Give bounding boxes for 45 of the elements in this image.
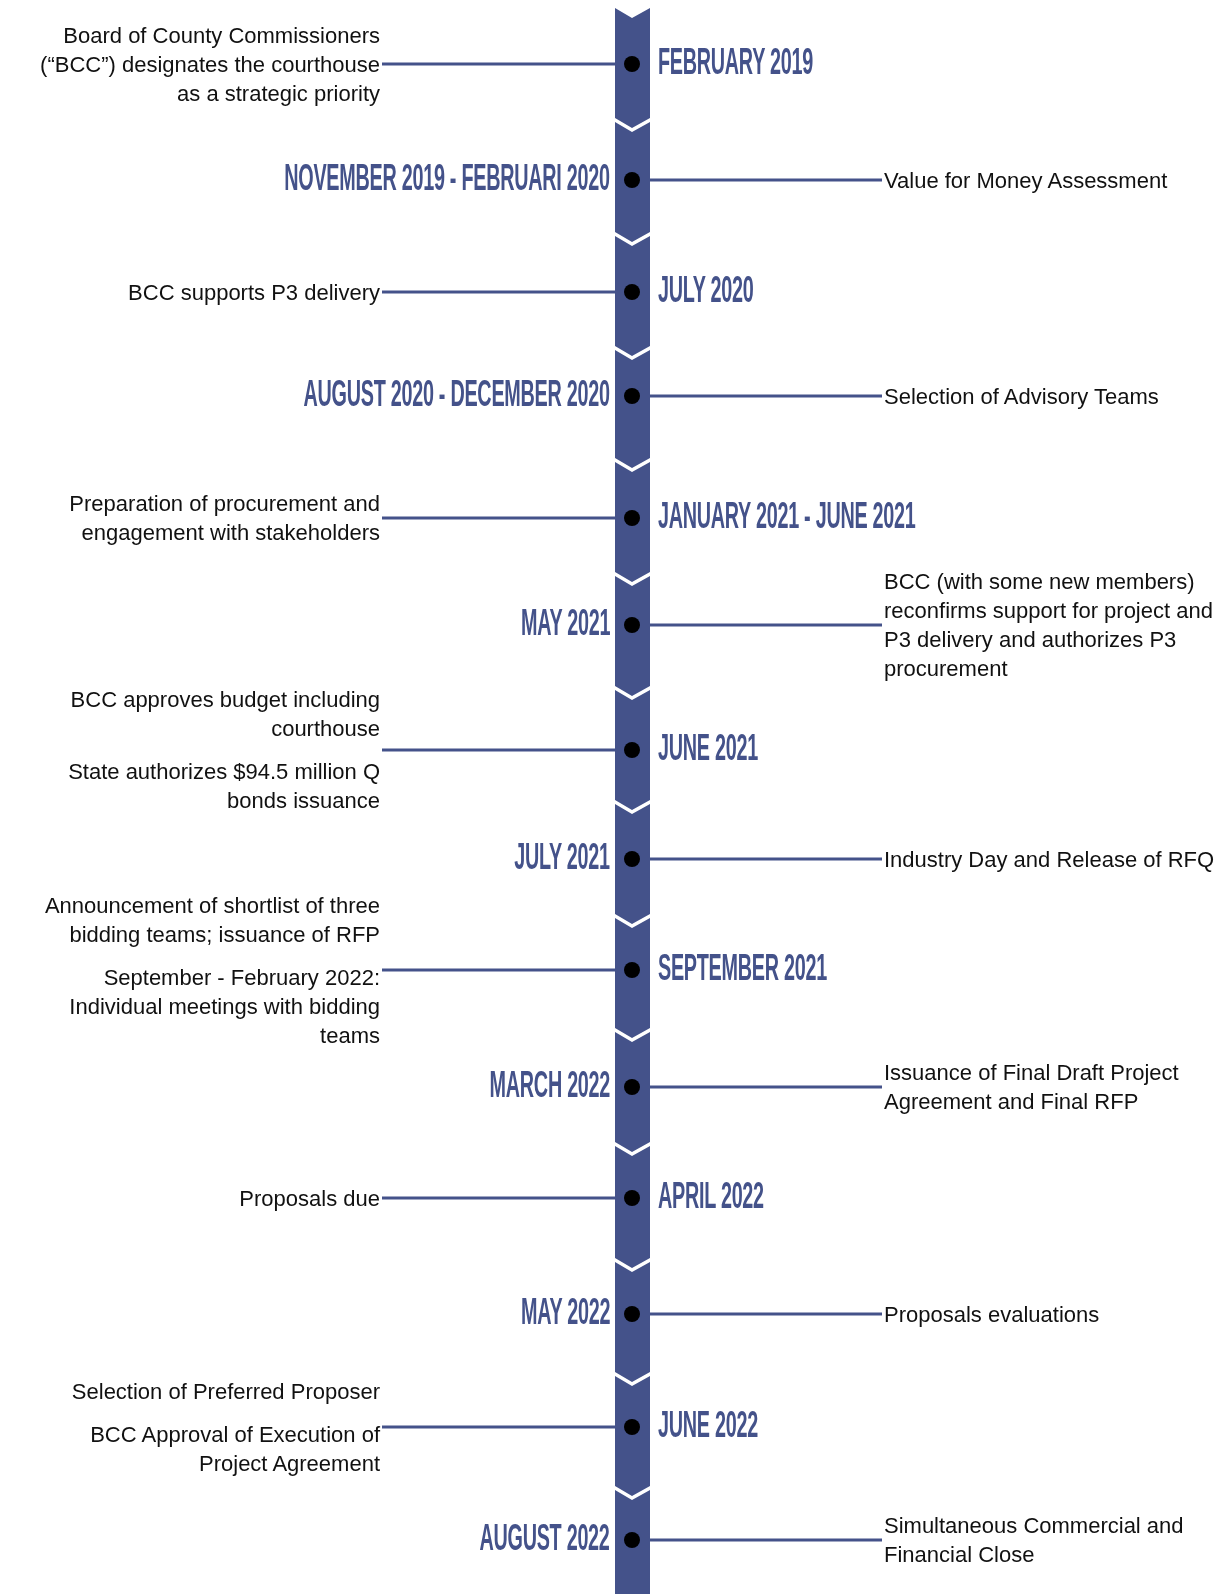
- event-text: Issuance of Final Draft Project Agreement and Final RFP: [884, 1059, 1180, 1116]
- event-text: State authorizes $94.5 million Q bonds issuance: [67, 758, 380, 815]
- event-text: Selection of Advisory Teams: [884, 382, 1159, 411]
- date-label: MAY 2022: [520, 1292, 610, 1332]
- timeline-dot: [624, 172, 640, 188]
- event-text: Proposals evaluations: [884, 1300, 1100, 1329]
- date-label: MAY 2021: [520, 603, 610, 643]
- timeline-dot: [624, 1419, 640, 1435]
- timeline-dot: [624, 1190, 640, 1206]
- timeline-dot: [624, 962, 640, 978]
- date-label: MARCH 2022: [489, 1065, 610, 1105]
- date-label: AUGUST 2020 - DECEMBER 2020: [303, 374, 610, 414]
- timeline-dot: [624, 851, 640, 867]
- date-label: SEPTEMBER 2021: [658, 948, 827, 988]
- date-label: JULY 2020: [658, 270, 754, 310]
- timeline-dot: [624, 1079, 640, 1095]
- event-text: Proposals due: [239, 1184, 380, 1213]
- date-label: APRIL 2022: [658, 1176, 764, 1216]
- date-label: FEBRUARY 2019: [658, 42, 813, 82]
- timeline-dot: [624, 1306, 640, 1322]
- event-text: BCC approves budget including courthouse: [69, 686, 380, 743]
- event-text: Simultaneous Commercial and Financial Close: [884, 1512, 1185, 1569]
- event-text: BCC Approval of Execution of Project Agreement: [89, 1420, 380, 1478]
- timeline-dot: [624, 617, 640, 633]
- timeline-dot: [624, 1532, 640, 1548]
- timeline-dot: [624, 510, 640, 526]
- timeline-dot: [624, 742, 640, 758]
- date-label: AUGUST 2022: [479, 1518, 610, 1558]
- timeline-dot: [624, 56, 640, 72]
- event-text: Industry Day and Release of RFQ: [884, 845, 1215, 874]
- date-label: JUNE 2022: [658, 1405, 758, 1445]
- event-text: BCC (with some new members) reconfirms support for project and P3 delivery and authorizes P3 procurement: [884, 568, 1214, 683]
- date-label: JANUARY 2021 - JUNE 2021: [658, 496, 916, 536]
- timeline-dot: [624, 284, 640, 300]
- event-text: BCC supports P3 delivery: [128, 278, 380, 307]
- event-text: Board of County Commissioners (“BCC”) designates the courthouse as a strategic priority: [39, 21, 380, 108]
- event-text: Selection of Preferred Proposer: [70, 1377, 380, 1406]
- event-text: Preparation of procurement and engagement with stakeholders: [68, 490, 380, 547]
- event-text: September - February 2022: Individual meetings with bidding teams: [68, 963, 380, 1050]
- timeline-dot: [624, 388, 640, 404]
- event-text: Value for Money Assessment: [884, 166, 1168, 195]
- date-label: JUNE 2021: [658, 728, 758, 768]
- date-label: JULY 2021: [514, 837, 610, 877]
- event-text: Announcement of shortlist of three bidding teams; issuance of RFP: [43, 891, 380, 949]
- date-label: NOVEMBER 2019 - FEBRUARI 2020: [284, 158, 610, 198]
